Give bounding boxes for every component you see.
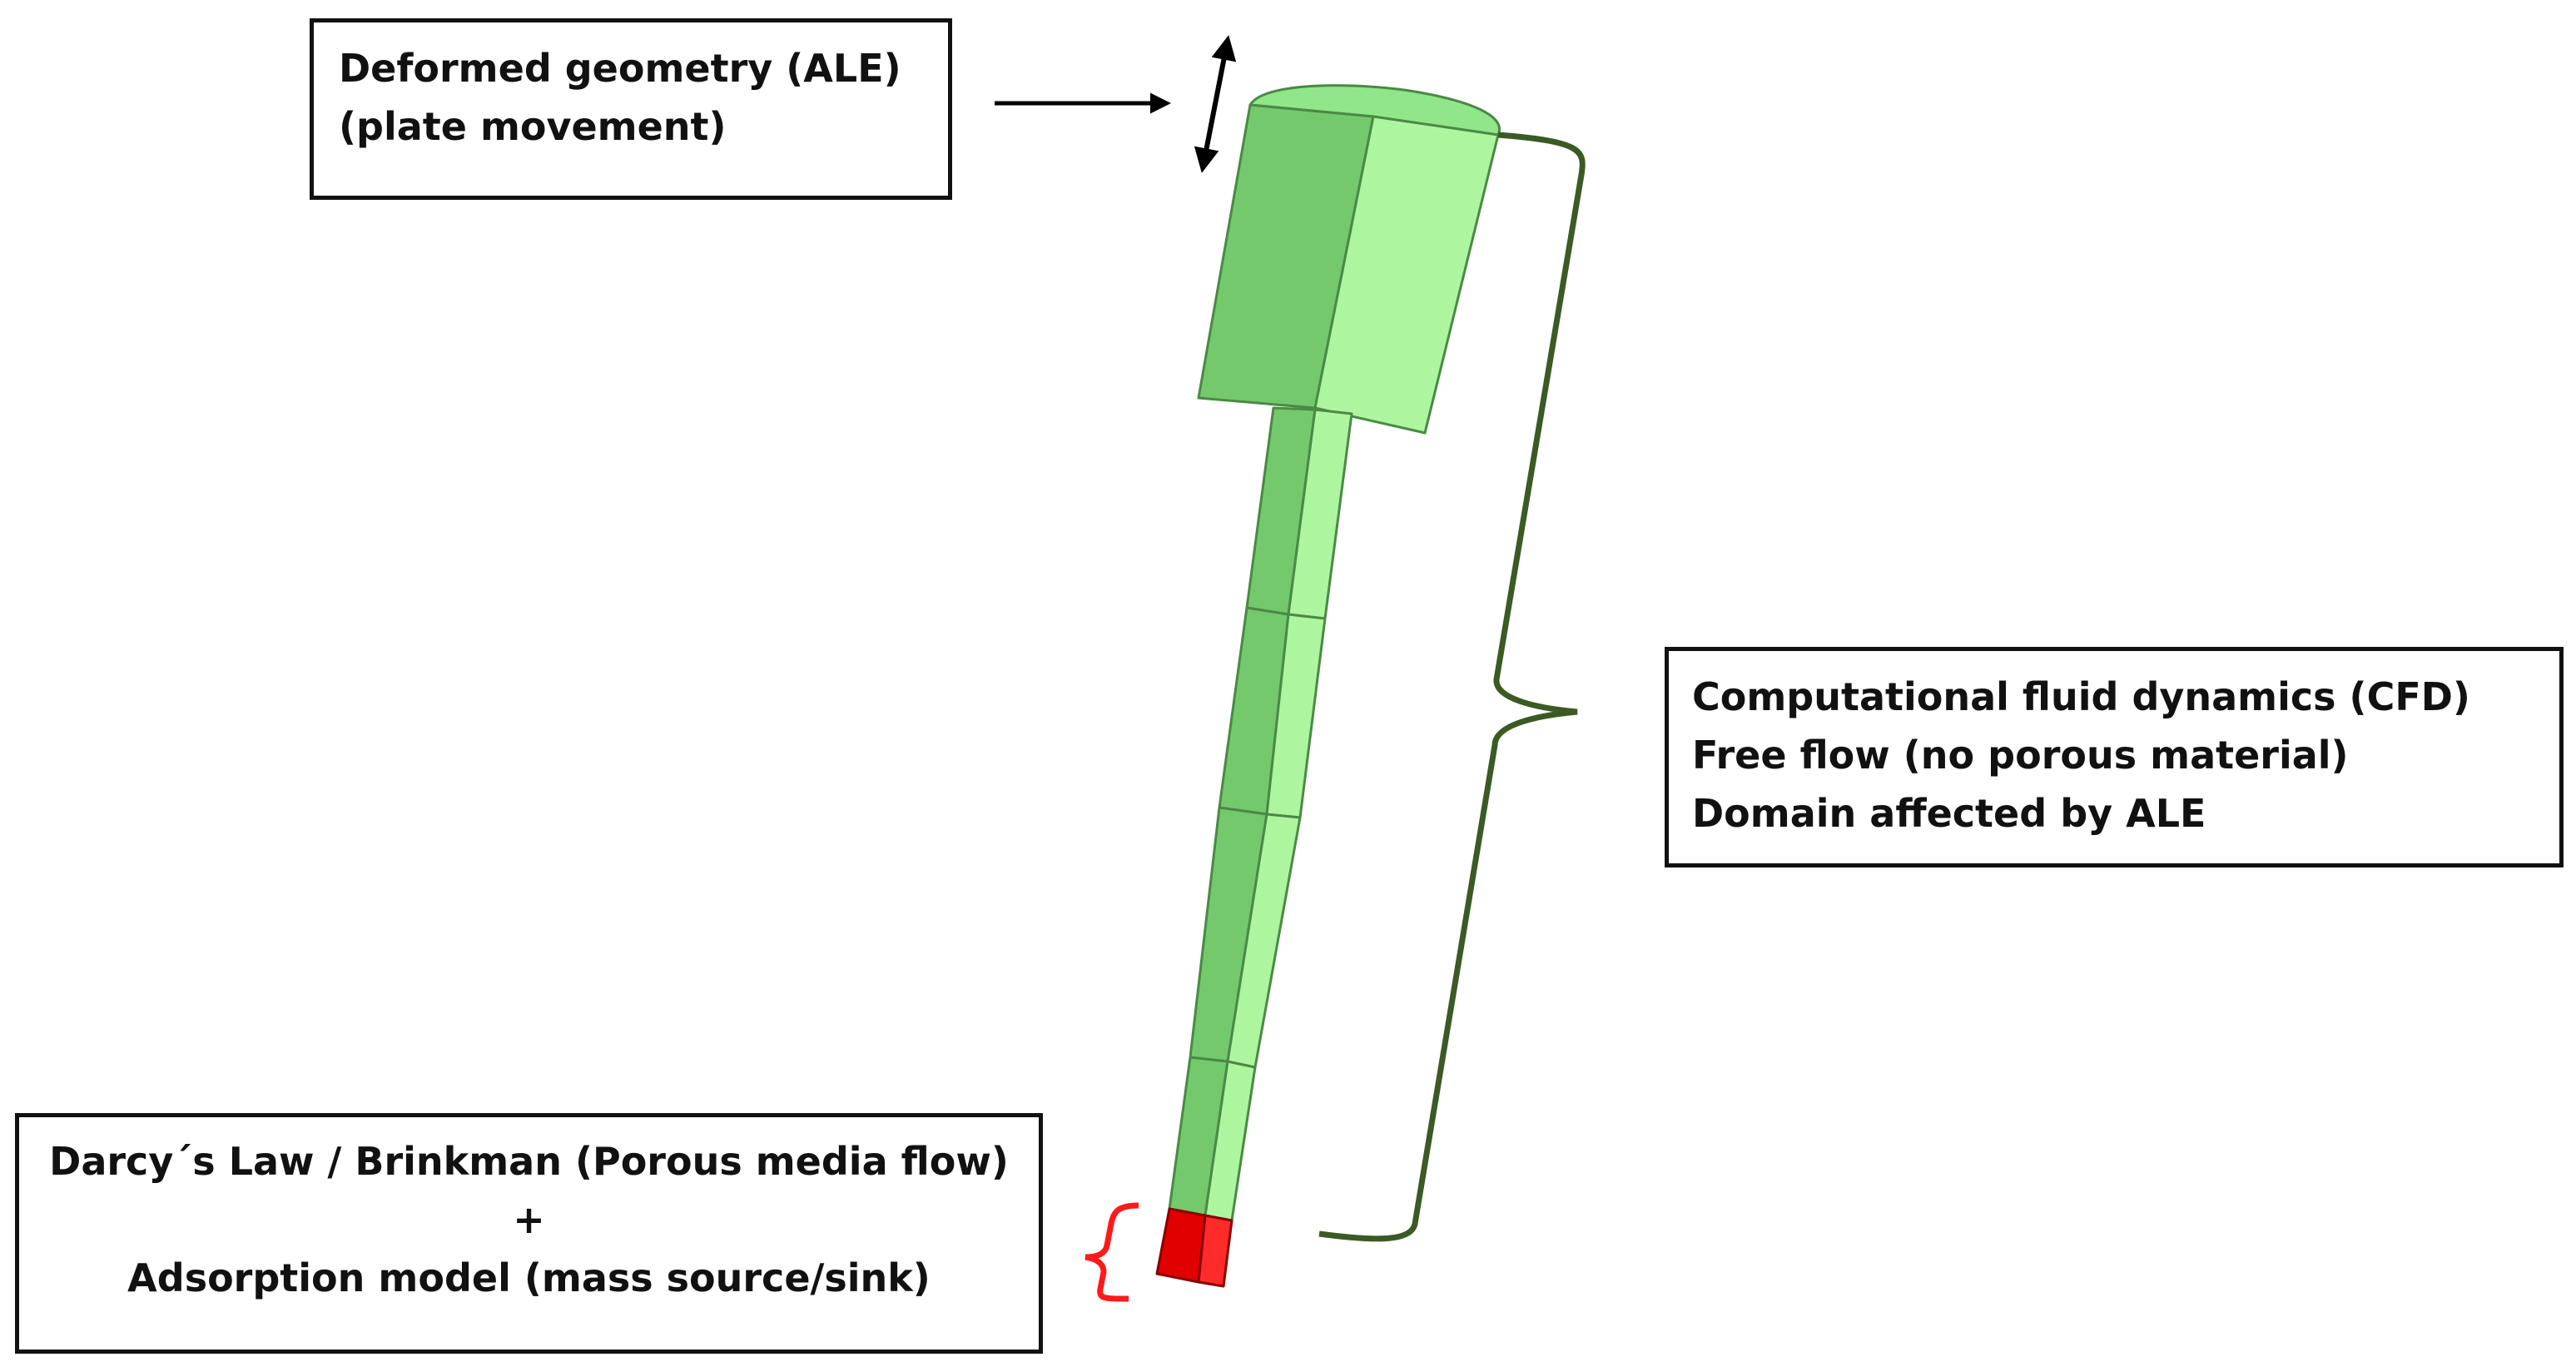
shaft-segment-1 [1245,406,1353,620]
shaft-segment-3 [1189,806,1302,1069]
porous-domain-tip [1155,1207,1233,1288]
top-plate-right-face [1313,115,1500,435]
top-plate-block [1197,84,1501,435]
cfd-domain-brace [1318,132,1586,1242]
porous-tip-left-face [1155,1207,1207,1284]
darcy-label-line-1: Darcy´s Law / Brinkman (Porous media flo… [49,1139,1009,1184]
shaft-segment-2 [1218,606,1327,819]
ale-label-box: Deformed geometry (ALE) (plate movement) [310,18,952,200]
darcy-label-box: Darcy´s Law / Brinkman (Porous media flo… [15,1113,1043,1354]
darcy-label-line-2: + [513,1197,545,1242]
cfd-label-line-3: Domain affected by ALE [1692,791,2206,836]
geometry-model [1155,84,1501,1288]
shaft-segment-4 [1168,1056,1257,1222]
darcy-label-line-3: Adsorption model (mass source/sink) [127,1255,931,1300]
porous-tip-right-face [1197,1214,1233,1288]
porous-domain-brace [1085,1202,1139,1302]
cfd-label-line-2: Free flow (no porous material) [1692,733,2349,778]
ale-label-line-2: (plate movement) [339,104,727,149]
cfd-label-box: Computational fluid dynamics (CFD) Free … [1665,647,2564,867]
plate-movement-double-arrow [1194,35,1237,173]
cfd-label-line-1: Computational fluid dynamics (CFD) [1692,674,2470,719]
ale-label-line-1: Deformed geometry (ALE) [339,46,901,91]
top-plate-top-face [1248,84,1501,137]
